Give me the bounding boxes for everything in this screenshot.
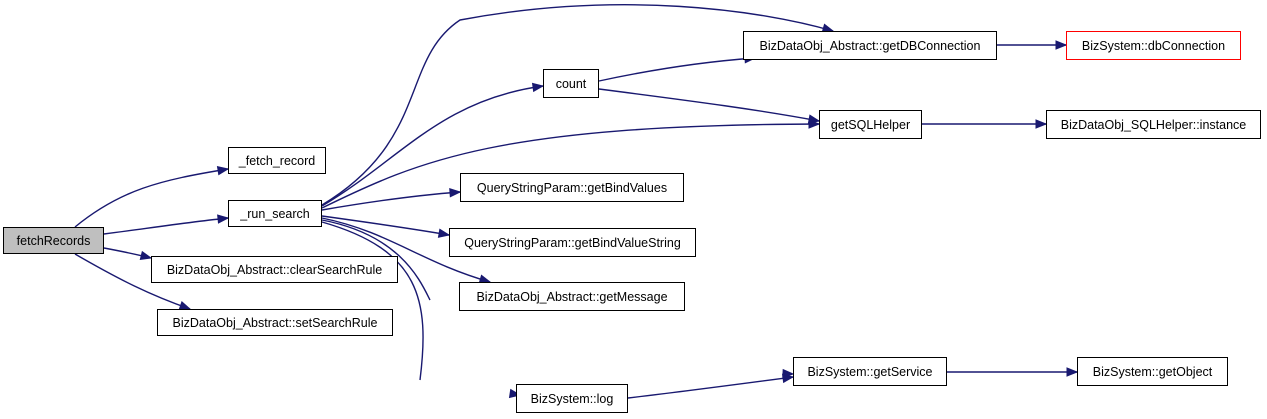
arrowhead-run_search-to-getBindValues	[449, 188, 462, 198]
edge-run_search-to-getDBConnection	[321, 4, 834, 206]
arrowhead-run_search-to-getBindValueString	[437, 228, 451, 238]
arrowhead-getDBConnection-to-dbConnection	[1055, 40, 1068, 50]
arrowhead-log-to-getService	[781, 373, 795, 384]
edge-fetchRecords-to-fetch_record	[74, 168, 229, 228]
node-get-db-connection[interactable]: BizDataObj_Abstract::getDBConnection	[743, 31, 997, 60]
node-count[interactable]: count	[543, 69, 599, 98]
edge-fetchRecords-to-setSearchRule	[74, 253, 191, 310]
edge-log-to-getService	[627, 376, 794, 399]
node-db-connection[interactable]: BizSystem::dbConnection	[1066, 31, 1241, 60]
arrowhead-fetchRecords-to-clearSearchRule	[139, 250, 153, 261]
arrowhead-count-to-getSQLHelper	[807, 114, 821, 124]
node-fetch-record[interactable]: _fetch_record	[228, 147, 326, 174]
edge-run_search-to-getSQLHelper	[321, 123, 820, 209]
edge-run_search-to-getMessage	[321, 217, 491, 283]
node-sql-helper-instance[interactable]: BizDataObj_SQLHelper::instance	[1046, 110, 1261, 139]
node-set-search-rule[interactable]: BizDataObj_Abstract::setSearchRule	[157, 309, 393, 336]
node-fetchrecords: fetchRecords	[3, 227, 104, 254]
edge-run_search-to-log	[321, 221, 424, 381]
edge-run_search-to-count	[321, 85, 544, 207]
node-get-object[interactable]: BizSystem::getObject	[1077, 357, 1228, 386]
node-run-search[interactable]: _run_search	[228, 200, 322, 227]
arrowhead-fetchRecords-to-fetch_record	[216, 165, 230, 176]
arrowhead-getService-to-getObject	[1066, 367, 1079, 377]
arrowhead-run_search-to-count	[531, 82, 545, 93]
edge-run_search-to-getBindValueString	[321, 215, 450, 236]
arrowhead-fetchRecords-to-run_search	[217, 214, 230, 224]
edge-fetchRecords-to-run_search	[103, 217, 229, 235]
node-get-message[interactable]: BizDataObj_Abstract::getMessage	[459, 282, 685, 311]
node-log[interactable]: BizSystem::log	[516, 384, 628, 413]
node-get-service[interactable]: BizSystem::getService	[793, 357, 947, 386]
node-get-bind-value-string[interactable]: QueryStringParam::getBindValueString	[449, 228, 696, 257]
edge-count-to-getSQLHelper	[598, 88, 820, 122]
edge-count-to-getDBConnection	[598, 57, 756, 82]
edge-run_search-to-getBindValues	[321, 191, 461, 211]
arrowhead-getSQLHelper-to-sqlHelperInstance	[1035, 119, 1048, 129]
node-clear-search-rule[interactable]: BizDataObj_Abstract::clearSearchRule	[151, 256, 398, 283]
edge-run_search-to-getService	[321, 219, 431, 301]
node-get-bind-values[interactable]: QueryStringParam::getBindValues	[460, 173, 684, 202]
node-get-sql-helper[interactable]: getSQLHelper	[819, 110, 922, 139]
